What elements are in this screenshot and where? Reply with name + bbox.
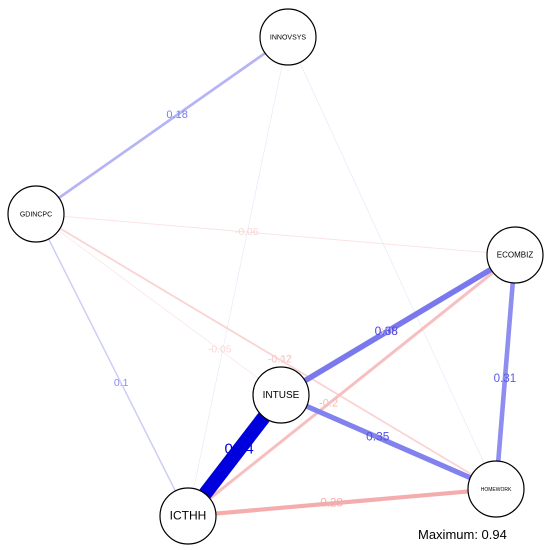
edge-gdincpc-icthh bbox=[47, 238, 177, 492]
edge-label-gdincpc-intuse: -0.05 bbox=[208, 344, 232, 355]
node-label: ECOMBIZ bbox=[497, 251, 534, 260]
edge-label-intuse-ecombiz: -0.04 bbox=[375, 327, 399, 338]
node-innovsys[interactable]: INNOVSYS bbox=[259, 8, 317, 66]
edge-intuse-icthh bbox=[199, 412, 270, 499]
node-label: INNOVSYS bbox=[270, 34, 307, 41]
node-circle bbox=[467, 460, 525, 518]
edge-icthh-ecombiz bbox=[208, 271, 495, 500]
edge-label-innovsys-gdincpc: 0.18 bbox=[166, 109, 187, 121]
edge-innovsys-icthh bbox=[193, 64, 283, 489]
node-label: INTUSE bbox=[263, 390, 300, 401]
node-ecombiz[interactable]: ECOMBIZ bbox=[486, 226, 544, 284]
node-label: ICTHH bbox=[170, 509, 207, 523]
edge-label-gdincpc-homework: -0.07 bbox=[268, 354, 292, 365]
edge-innovsys-homework bbox=[299, 62, 485, 464]
nodes-layer: INNOVSYS GDINCPC ECOMBIZ INTUSE HOMEWORK ICTH… bbox=[7, 8, 544, 545]
node-label: HOMEWORK bbox=[481, 487, 512, 493]
node-gdincpc[interactable]: GDINCPC bbox=[7, 185, 65, 243]
edge-label-gdincpc-icthh: 0.1 bbox=[114, 377, 129, 389]
edge-label-icthh-ecombiz: -0.2 bbox=[319, 398, 338, 410]
node-circle bbox=[252, 366, 310, 424]
edge-label-intuse-ecombiz: 0.38 bbox=[375, 324, 399, 338]
edge-gdincpc-homework bbox=[59, 227, 473, 476]
node-circle bbox=[259, 8, 317, 66]
edge-intuse-homework bbox=[305, 403, 472, 481]
maximum-label: Maximum: 0.94 bbox=[418, 527, 507, 542]
node-intuse[interactable]: INTUSE bbox=[252, 366, 310, 424]
edge-gdincpc-intuse bbox=[58, 230, 259, 379]
edge-label-icthh-homework: -0.28 bbox=[317, 498, 343, 510]
edge-icthh-homework bbox=[215, 489, 469, 516]
edge-innovsys-gdincpc bbox=[58, 51, 266, 200]
node-homework[interactable]: HOMEWORK bbox=[467, 460, 525, 518]
edge-label-intuse-homework: 0.35 bbox=[366, 429, 390, 443]
edge-intuse-ecombiz bbox=[303, 266, 493, 384]
edge-label-intuse-icthh: 0.94 bbox=[225, 440, 254, 457]
edge-labels-layer: -0.07 -0.04 -0.05 -0.06 0.1 -0.12 0.18 -0.2 -0.2… bbox=[114, 109, 516, 510]
edge-label-gdincpc-ecombiz: -0.06 bbox=[235, 227, 259, 238]
node-label: GDINCPC bbox=[20, 211, 52, 218]
node-circle bbox=[486, 226, 544, 284]
node-circle bbox=[159, 487, 217, 545]
edge-gdincpc-ecombiz bbox=[63, 215, 488, 254]
edge-label-ecombiz-homework: 0.31 bbox=[494, 372, 517, 385]
edges-layer bbox=[47, 51, 516, 516]
node-icthh[interactable]: ICTHH bbox=[159, 487, 217, 545]
edge-label-gdincpc-homework: -0.12 bbox=[268, 354, 292, 366]
node-circle bbox=[7, 185, 65, 243]
edge-ecombiz-homework bbox=[495, 282, 516, 462]
